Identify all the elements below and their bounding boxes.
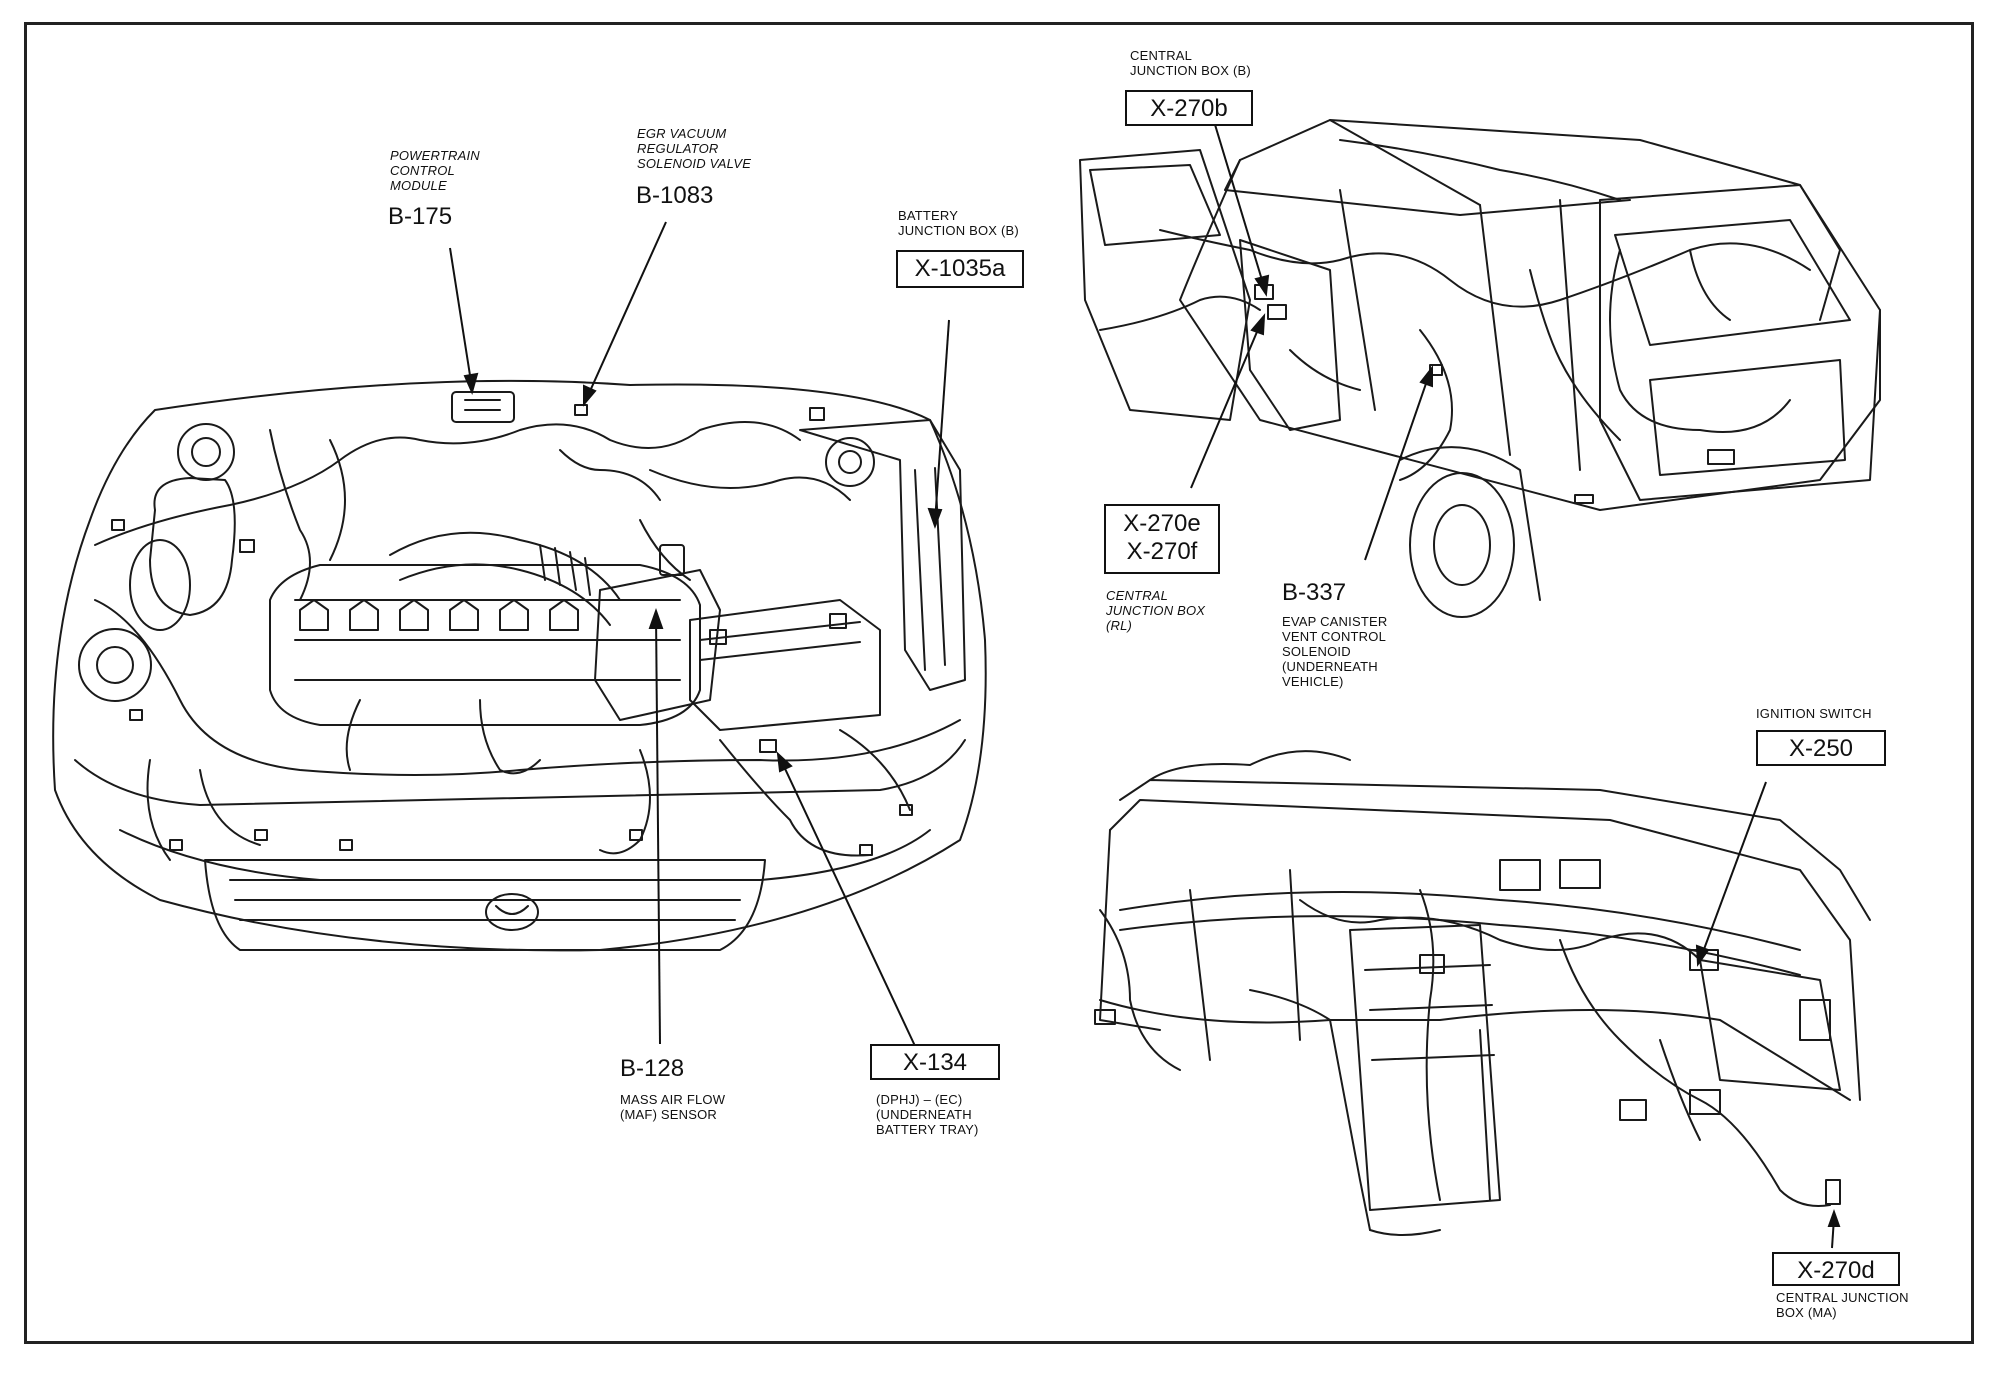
leader-lines	[449, 117, 1841, 1249]
vehicle-body-illustration	[1079, 119, 1881, 618]
x134-label: (DPHJ) – (EC) (UNDERNEATH BATTERY TRAY)	[876, 1092, 979, 1137]
egr-code: B-1083	[636, 182, 714, 209]
cjb-ma-label: CENTRAL JUNCTION BOX (MA)	[1776, 1290, 1909, 1320]
cjb-rl-label: CENTRAL JUNCTION BOX (RL)	[1106, 588, 1206, 633]
cjb-rl-code-f: X-270f	[1126, 538, 1198, 565]
battery-jb-code: X-1035a	[896, 250, 1024, 288]
pcm-code: B-175	[388, 203, 453, 230]
evap-label: EVAP CANISTER VENT CONTROL SOLENOID (UND…	[1282, 614, 1388, 689]
cjb-b-label: CENTRAL JUNCTION BOX (B)	[1130, 48, 1251, 78]
evap-code: B-337	[1282, 579, 1347, 606]
x134-code: X-134	[870, 1044, 1000, 1080]
cjb-rl-codes: X-270e X-270f	[1104, 504, 1220, 574]
diagram-frame	[24, 22, 1974, 1344]
ignition-label: IGNITION SWITCH	[1756, 706, 1872, 721]
pcm-label: POWERTRAIN CONTROL MODULE	[390, 148, 480, 193]
ignition-code: X-250	[1756, 730, 1886, 766]
cjb-rl-code-e: X-270e	[1123, 510, 1201, 537]
instrument-panel-illustration	[1094, 750, 1871, 1236]
maf-code: B-128	[620, 1055, 685, 1082]
battery-jb-label: BATTERY JUNCTION BOX (B)	[898, 208, 1019, 238]
engine-bay-illustration	[52, 379, 987, 952]
cjb-b-code: X-270b	[1125, 90, 1253, 126]
egr-label: EGR VACUUM REGULATOR SOLENOID VALVE	[637, 126, 752, 171]
maf-label: MASS AIR FLOW (MAF) SENSOR	[620, 1092, 726, 1122]
cjb-ma-code: X-270d	[1772, 1252, 1900, 1286]
